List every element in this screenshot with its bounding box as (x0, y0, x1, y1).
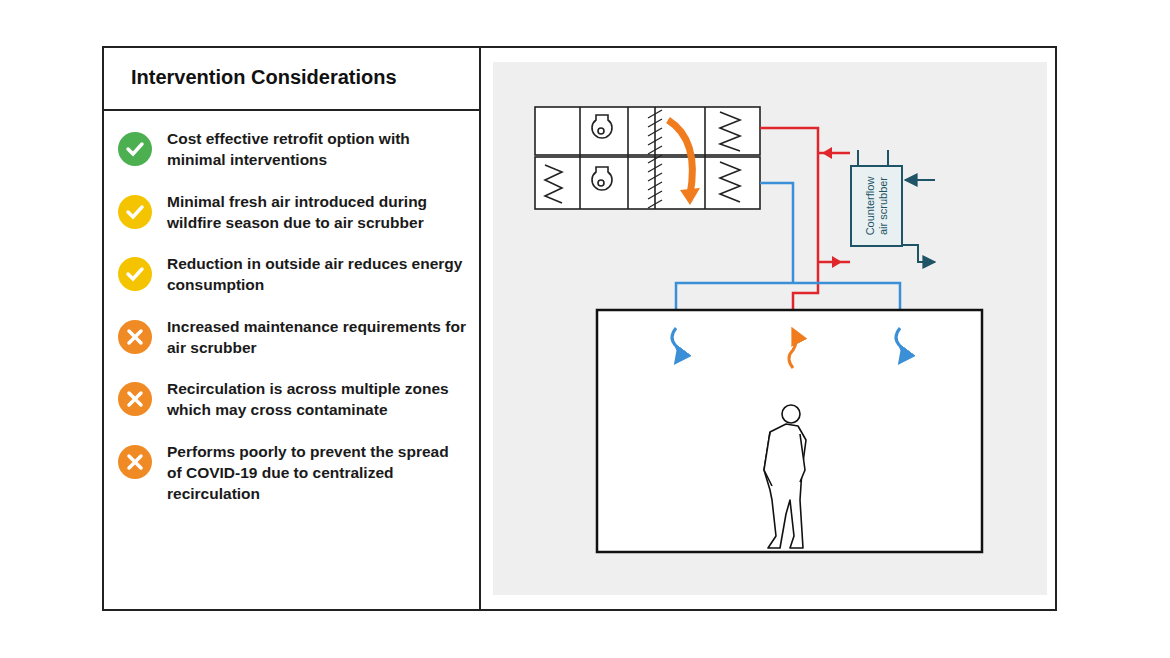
status-icon (118, 382, 152, 416)
damper-blade (648, 182, 662, 190)
icon-circle (118, 320, 152, 354)
status-icon (118, 320, 152, 354)
panel-divider (479, 47, 481, 610)
icon-mark (129, 331, 141, 343)
status-icon (118, 257, 152, 291)
room-airflow (672, 328, 903, 368)
icon-mark (128, 207, 142, 217)
mixing-arrow (668, 120, 692, 195)
damper-blade (648, 155, 662, 163)
icon-mark (129, 456, 141, 468)
node-label: Counterflow air scrubber (864, 170, 890, 242)
icon-mark (128, 144, 142, 154)
damper-blade (648, 128, 662, 136)
return-arrow (832, 256, 842, 268)
diagram-ground (493, 62, 1047, 595)
status-icon (118, 445, 152, 479)
damper-blade (648, 119, 662, 127)
icon-circle (118, 257, 152, 291)
status-icon (118, 195, 152, 229)
icon-circle (118, 132, 152, 166)
consideration-text: Recirculation is across multiple zones w… (167, 378, 467, 420)
damper-blade (648, 137, 662, 145)
room (597, 310, 982, 552)
consideration-text: Minimal fresh air introduced during wild… (167, 191, 467, 233)
header-divider (103, 109, 480, 111)
icon-circle (118, 382, 152, 416)
return-duct (760, 128, 850, 312)
icon-circle (118, 445, 152, 479)
icon-mark (129, 393, 141, 405)
damper-blade (648, 200, 662, 208)
panel-title: Intervention Considerations (131, 66, 397, 89)
person-figure (764, 405, 806, 548)
icon-group (118, 132, 152, 479)
damper-blade (648, 173, 662, 181)
consideration-text: Cost effective retrofit option with mini… (167, 128, 467, 170)
damper-blade (648, 164, 662, 172)
icon-circle (118, 195, 152, 229)
consideration-text: Performs poorly to prevent the spread of… (167, 441, 467, 504)
damper-blade (648, 110, 662, 118)
air-handling-unit (535, 107, 760, 209)
consideration-text: Increased maintenance requirements for a… (167, 316, 467, 358)
damper-blade (648, 191, 662, 199)
icon-mark (128, 269, 142, 279)
air-scrubber-box: Counterflow air scrubber (850, 165, 903, 247)
consideration-text: Reduction in outside air reduces energy … (167, 253, 467, 295)
outer-frame (103, 47, 1056, 610)
return-arrow (822, 147, 832, 159)
damper (648, 110, 662, 208)
mixing-arrow-head (680, 188, 700, 205)
status-icon (118, 132, 152, 166)
damper-blade (648, 146, 662, 154)
